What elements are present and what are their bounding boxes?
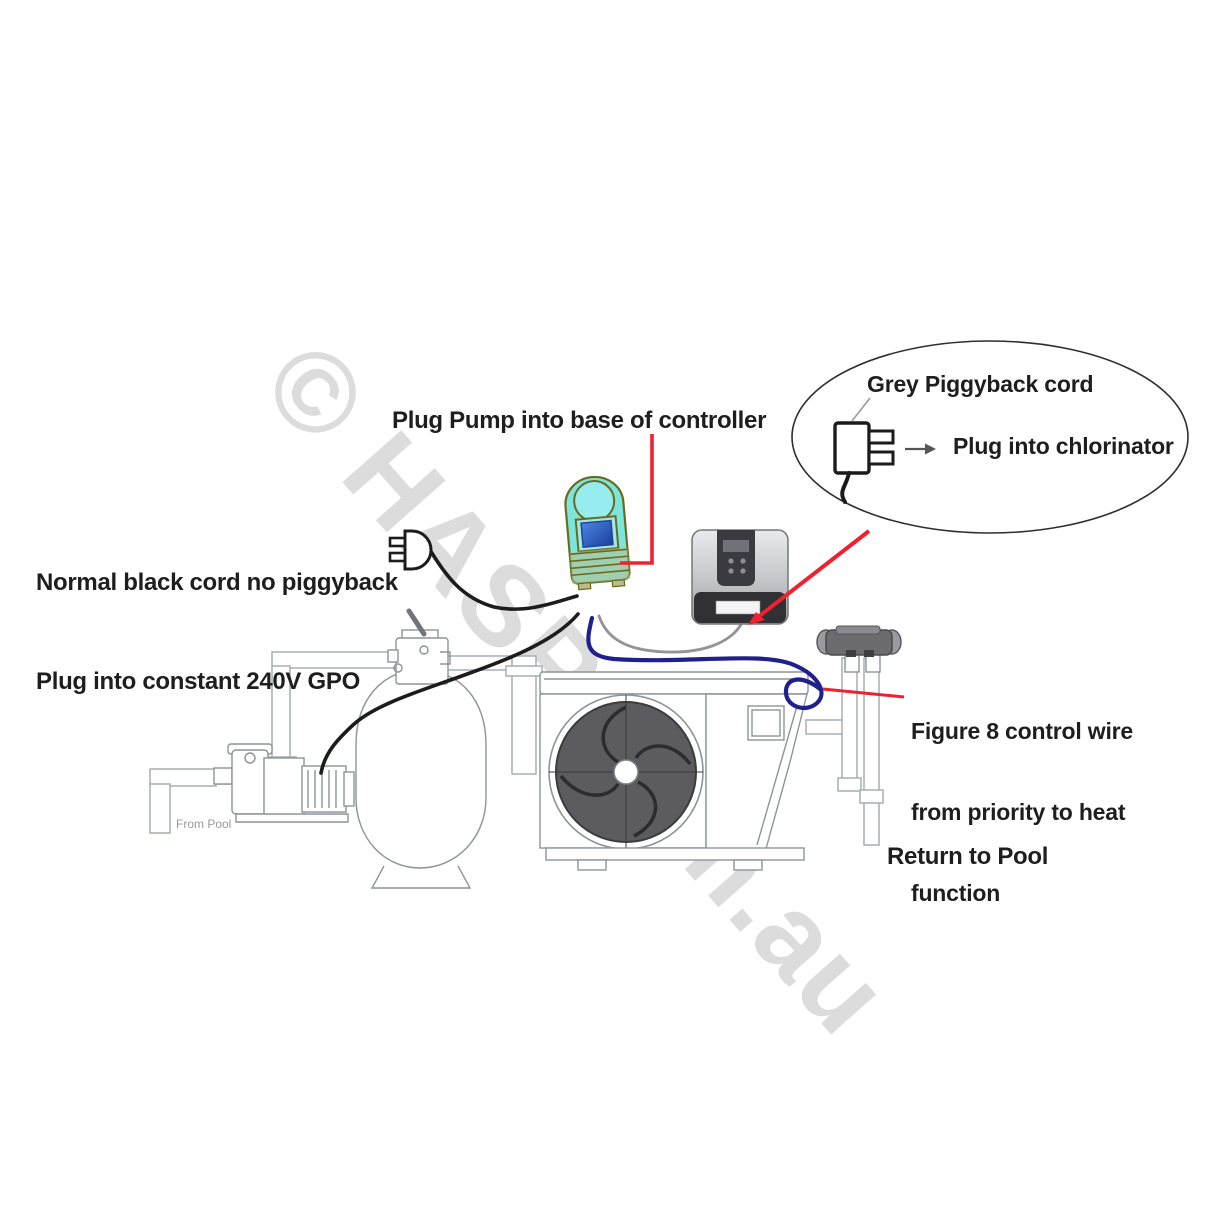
pointer-figure8 [822, 687, 905, 699]
chlorinator-cell-drawing [816, 625, 902, 673]
label-bubble-action: Plug into chlorinator [953, 433, 1174, 459]
pool-pump-drawing [213, 743, 355, 823]
label-figure8: Figure 8 control wire from priority to h… [911, 664, 1133, 961]
label-plug-pump: Plug Pump into base of controller [392, 407, 767, 434]
chlorinator-power-pack-drawing [691, 529, 789, 625]
label-figure8-line1: Figure 8 control wire [911, 718, 1134, 744]
black-plug-icon [388, 529, 433, 571]
label-bubble-title: Grey Piggyback cord [867, 371, 1094, 397]
fan-icon [548, 694, 704, 850]
timer-screen [580, 519, 614, 548]
pack-label [715, 600, 761, 615]
pointer-chlorinator [751, 529, 871, 623]
from-pool-pipe [149, 768, 233, 834]
annotation-pointers [620, 434, 905, 699]
label-figure8-line3: function [911, 880, 1001, 906]
arrow-right-icon [905, 443, 936, 455]
label-from-pool: From Pool [176, 817, 232, 831]
annotation-ellipse [791, 340, 1189, 534]
label-normal-cord-line2: Plug into constant 240V GPO [36, 668, 360, 695]
piggyback-grey-wire [597, 614, 744, 654]
filter-to-heater-pipe [445, 655, 543, 775]
piggyback-plug-icon [833, 421, 895, 504]
controller-power-cord [428, 548, 579, 611]
pointer-chlorinator-arrowhead [748, 612, 765, 625]
sand-filter-drawing [355, 608, 487, 889]
pointer-controller-base [620, 434, 654, 565]
timer-controller-drawing [564, 475, 631, 591]
heat-pump-drawing [539, 671, 809, 871]
pump-power-cord [319, 612, 580, 775]
figure8-control-wire [586, 615, 824, 711]
label-return-to-pool: Return to Pool [887, 843, 1049, 870]
multiport-valve [387, 608, 451, 685]
label-figure8-line2: from priority to heat [911, 799, 1126, 825]
label-normal-cord: Normal black cord no piggyback Plug into… [36, 500, 398, 764]
label-normal-cord-line1: Normal black cord no piggyback [36, 569, 398, 596]
